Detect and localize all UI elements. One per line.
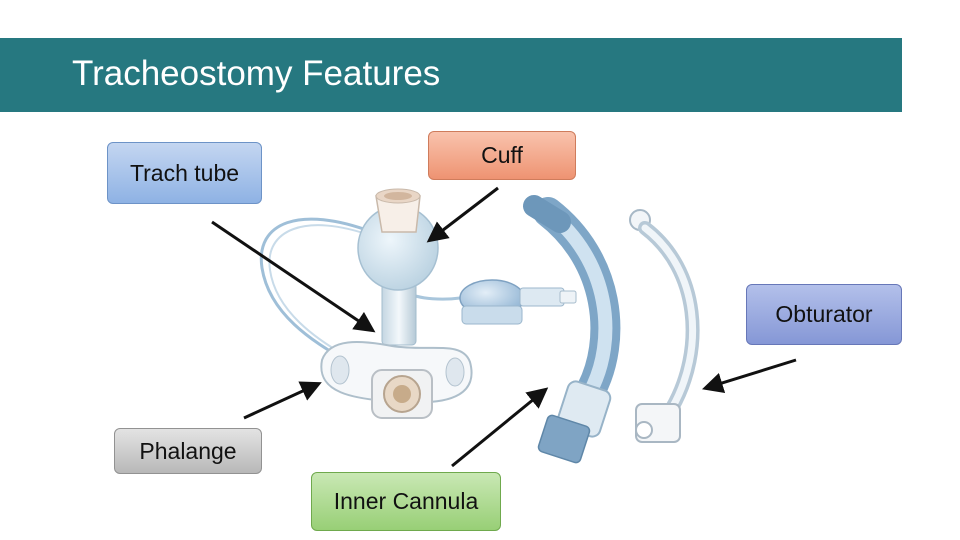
arrow-inner-cannula bbox=[451, 387, 549, 468]
arrow-trach-tube bbox=[211, 220, 376, 333]
inner-cannula-shape bbox=[523, 195, 621, 464]
label-cuff: Cuff bbox=[428, 131, 576, 180]
obturator-shape bbox=[629, 209, 700, 443]
arrow-obturator bbox=[701, 358, 797, 394]
label-inner-cannula: Inner Cannula bbox=[311, 472, 501, 531]
pilot-balloon bbox=[459, 279, 577, 325]
label-obturator: Obturator bbox=[746, 284, 902, 345]
trach-tube-shape bbox=[320, 188, 473, 419]
arrow-cuff bbox=[426, 186, 499, 243]
arrow-phalange bbox=[243, 381, 322, 420]
label-trach-tube: Trach tube bbox=[107, 142, 262, 204]
slide-title: Tracheostomy Features bbox=[72, 54, 441, 93]
label-phalange: Phalange bbox=[114, 428, 262, 474]
title-bar bbox=[0, 38, 902, 112]
